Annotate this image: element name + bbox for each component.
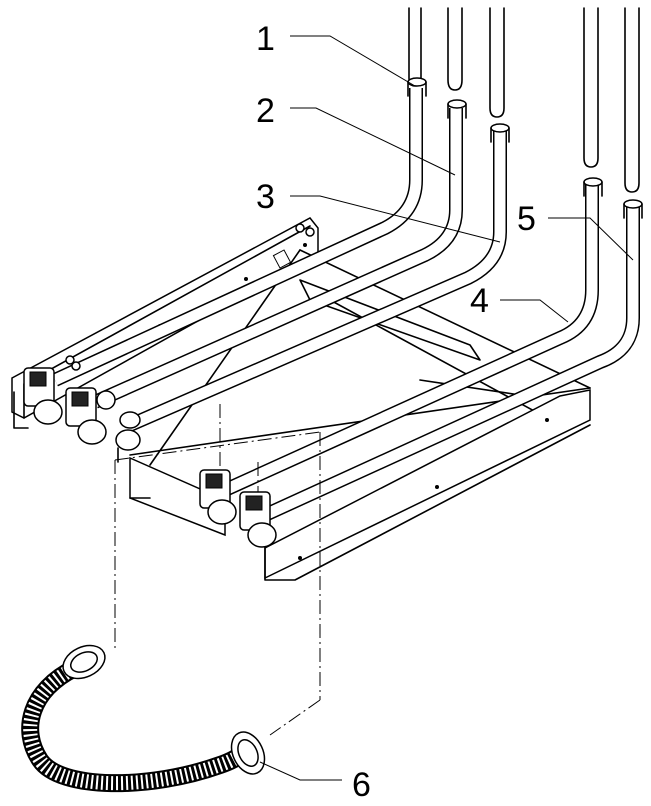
valve-2 — [65, 387, 116, 445]
assembly-lines — [114, 404, 321, 736]
upper-pipe-stubs — [408, 7, 640, 193]
hose-nut-bottom — [230, 731, 266, 775]
callout-label-3: 3 — [256, 178, 275, 216]
callout-label-5: 5 — [517, 200, 536, 238]
callout-2: 2 — [256, 92, 456, 176]
callouts: 1 2 3 4 5 6 — [256, 20, 634, 804]
callout-6: 6 — [259, 761, 371, 804]
valve-4 — [199, 469, 237, 525]
pipe-sockets — [407, 77, 643, 219]
valve-3 — [115, 411, 141, 463]
callout-4: 4 — [470, 282, 569, 323]
callout-label-6: 6 — [352, 766, 371, 804]
callout-label-2: 2 — [256, 92, 275, 130]
hose-nut-top — [62, 644, 106, 680]
valve-1 — [13, 367, 63, 429]
callout-label-4: 4 — [470, 282, 489, 320]
callout-5: 5 — [517, 200, 634, 261]
callout-label-1: 1 — [256, 20, 275, 58]
callout-1: 1 — [256, 20, 416, 87]
pipe-runs — [52, 88, 640, 522]
valve-5 — [239, 491, 277, 548]
rear-fittings — [65, 223, 315, 371]
flexible-hose — [21, 644, 266, 793]
callout-3: 3 — [256, 178, 501, 243]
valve-assemblies — [13, 223, 315, 548]
